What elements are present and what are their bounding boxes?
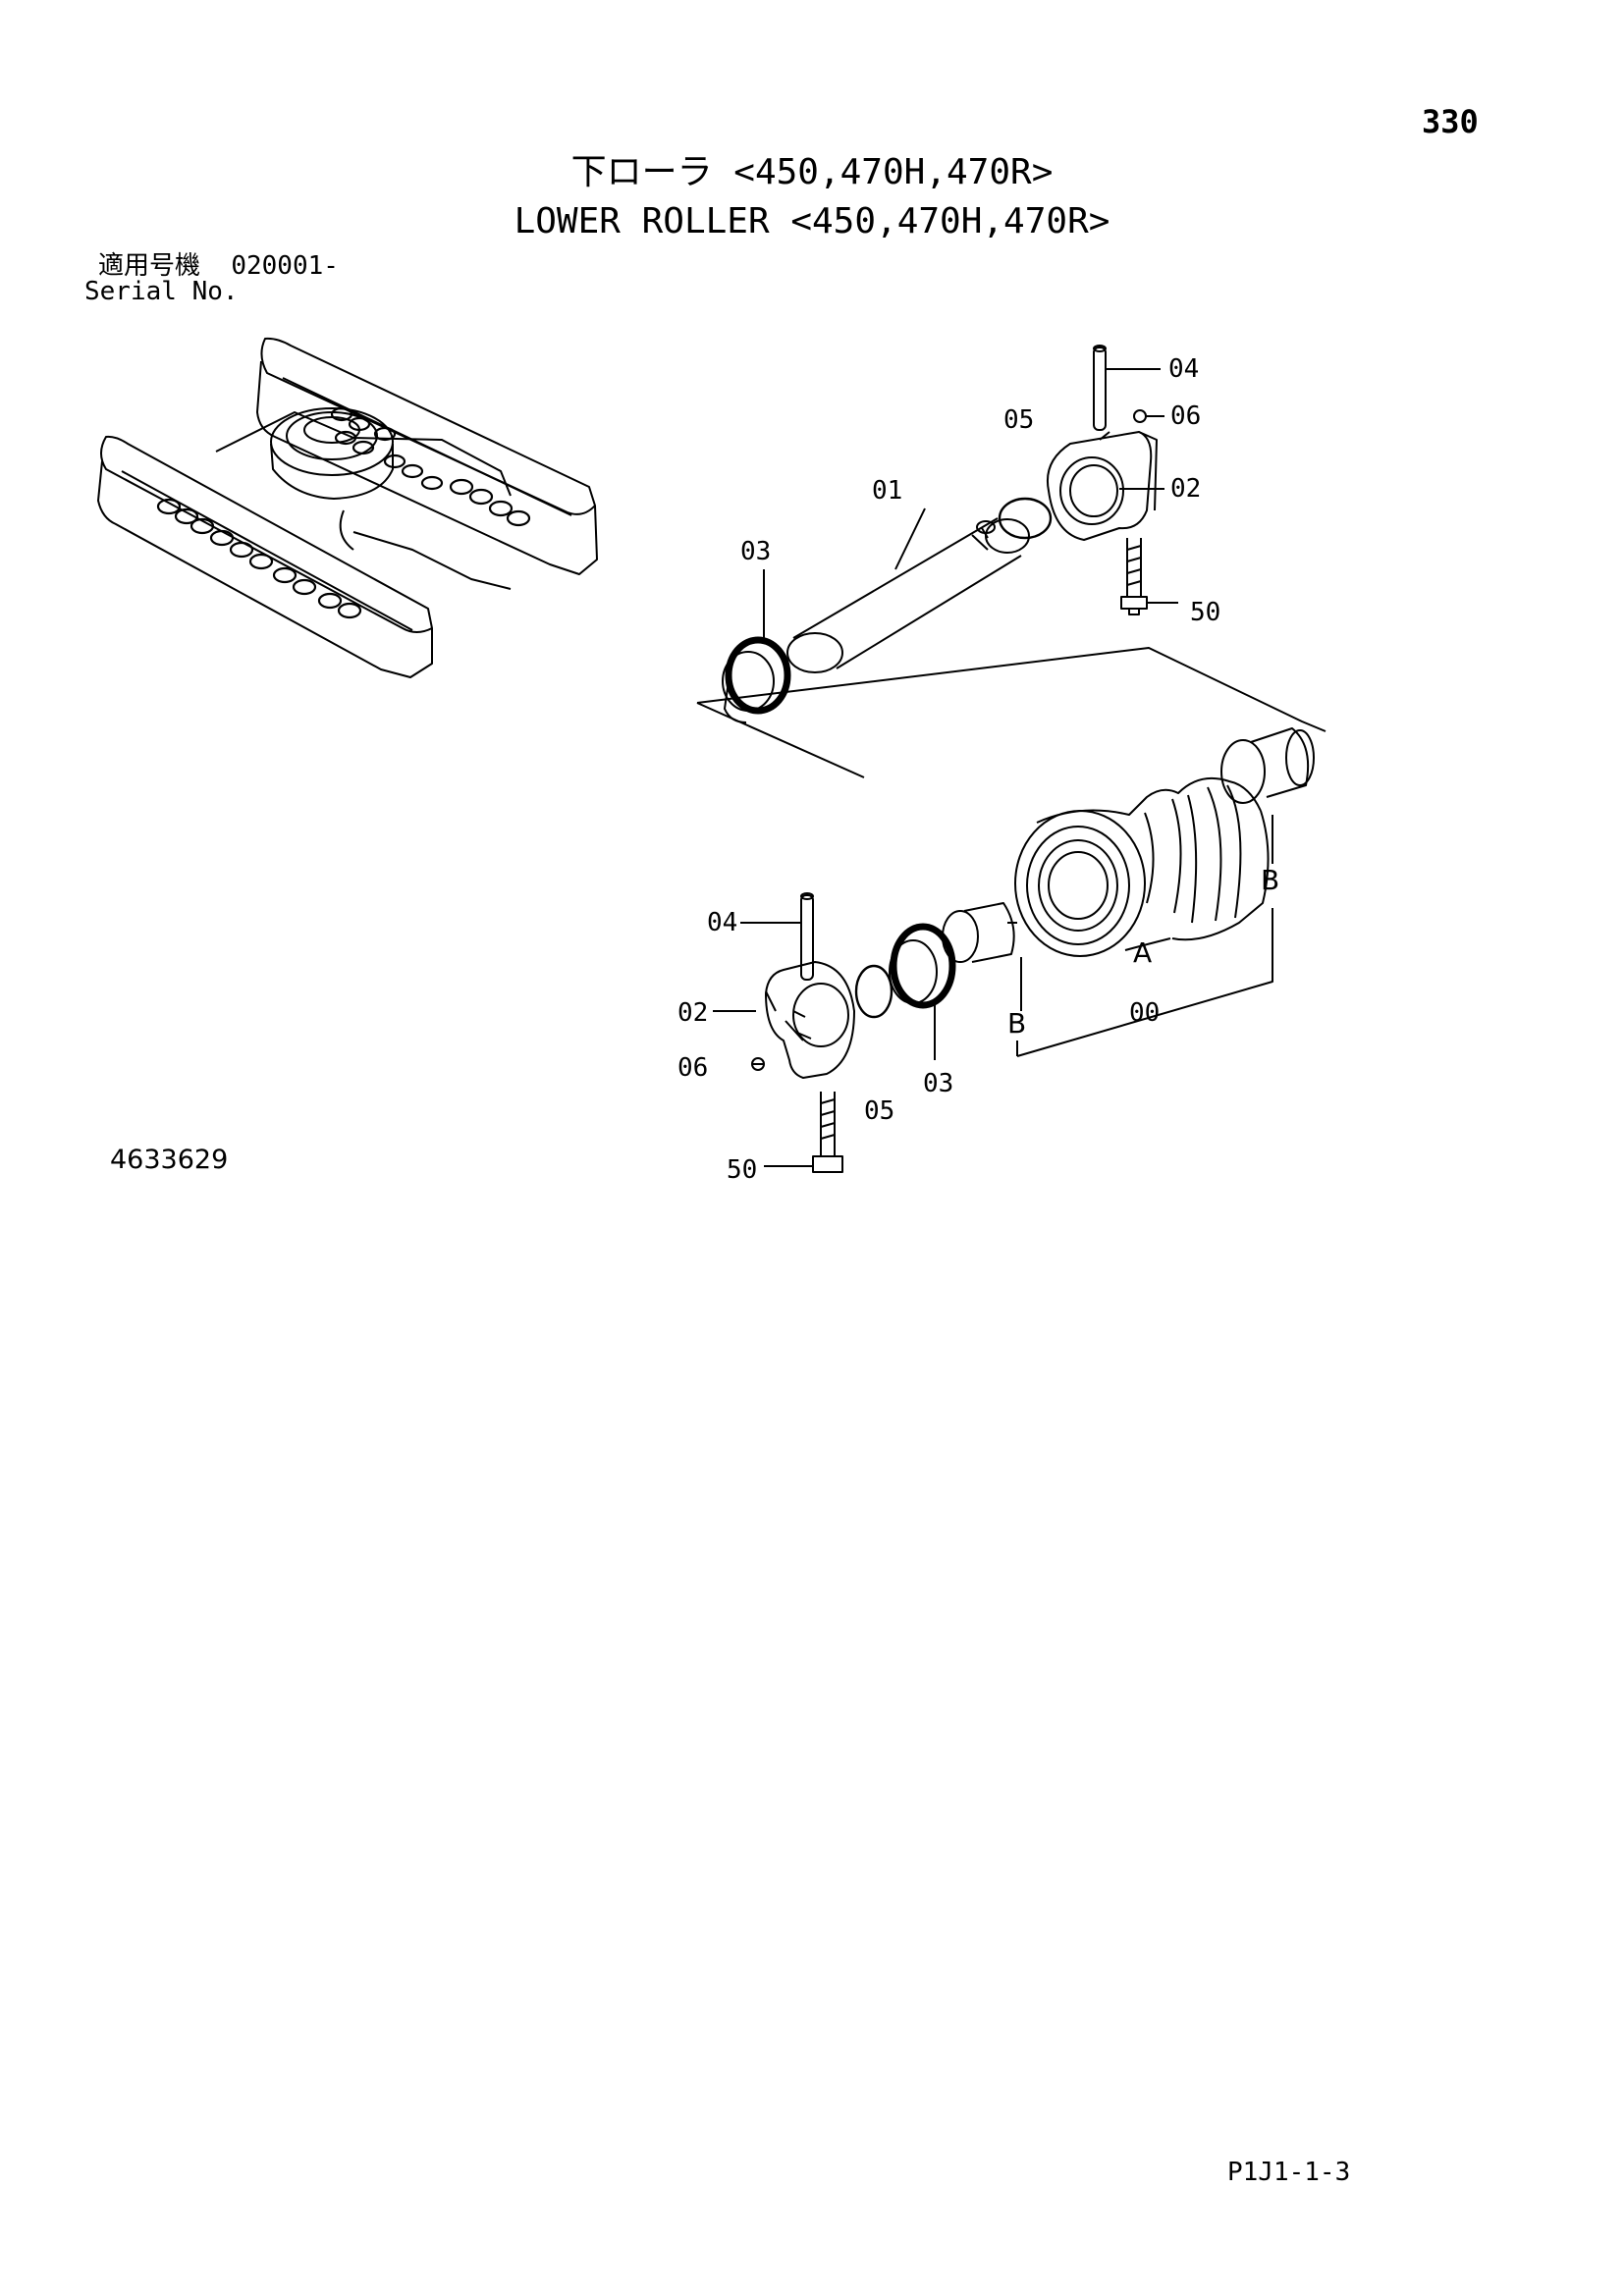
callout-02-upper: 02	[1170, 474, 1201, 504]
callout-06-lower: 06	[677, 1053, 708, 1083]
callout-B-right: B	[1261, 864, 1279, 896]
pin-lower-drawing	[740, 892, 814, 981]
callout-B-left: B	[1007, 1007, 1026, 1040]
o-ring-lower-drawing	[854, 964, 893, 1019]
callout-01-shaft: 01	[872, 476, 902, 506]
sheet-code: P1J1-1-3	[1227, 2158, 1351, 2187]
serial-range: 020001-	[231, 251, 339, 281]
callout-02-lower: 02	[677, 998, 708, 1028]
o-ring-upper-drawing	[998, 497, 1053, 540]
callout-50-lower: 50	[727, 1155, 757, 1185]
plug-lower-drawing	[751, 1057, 765, 1071]
callout-00-assembly: 00	[1129, 998, 1160, 1028]
floating-seal-lower-drawing	[889, 923, 956, 1060]
callout-03-lower: 03	[923, 1069, 953, 1098]
callout-A-roller: A	[1133, 936, 1152, 969]
pin-upper-drawing	[1093, 345, 1161, 431]
page-title-japanese: 下ローラ <450,470H,470R>	[570, 152, 1054, 192]
callout-03-upper: 03	[740, 537, 771, 566]
floating-seal-upper-drawing	[722, 636, 791, 723]
bolt-upper-drawing	[1120, 538, 1178, 615]
drawing-number: 4633629	[110, 1145, 229, 1175]
callout-05-upper: 05	[1003, 405, 1034, 435]
shaft-01-drawing	[786, 517, 1030, 673]
callout-05-lower: 05	[864, 1096, 894, 1126]
undercarriage-overview-drawing	[97, 337, 598, 678]
plug-upper-drawing	[1133, 409, 1164, 423]
serial-label-japanese: 適用号機 020001-	[98, 253, 339, 279]
bolt-lower-drawing	[764, 1092, 843, 1173]
callout-04-upper: 04	[1168, 354, 1199, 384]
callout-50-upper: 50	[1190, 598, 1220, 627]
serial-label-jp: 適用号機	[98, 251, 201, 281]
callout-06-upper: 06	[1170, 401, 1201, 431]
collar-lower-drawing	[765, 961, 855, 1079]
callout-04-lower: 04	[707, 908, 737, 937]
page-title-english: LOWER ROLLER <450,470H,470R>	[514, 201, 1110, 241]
collar-upper-drawing	[1047, 431, 1158, 541]
roller-assembly-drawing	[942, 727, 1315, 963]
serial-label-english: Serial No.	[84, 277, 239, 306]
page-number: 330	[1422, 103, 1479, 140]
